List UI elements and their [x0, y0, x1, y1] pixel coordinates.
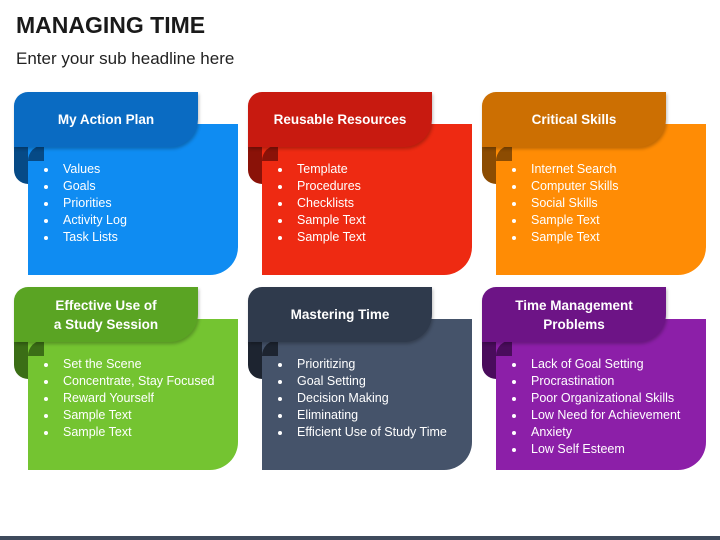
footer-bar [0, 536, 720, 540]
card-title: Mastering Time [248, 287, 432, 342]
list-item: Sample Text [262, 212, 467, 229]
card-body [28, 124, 238, 275]
card-critical-skills: Critical Skills Internet Search Computer… [482, 92, 708, 275]
list-item: Low Need for Achievement [496, 407, 701, 424]
card-title: Time Management Problems [482, 287, 666, 342]
list-item: Goals [28, 178, 233, 195]
list-item: Anxiety [496, 424, 701, 441]
list-item: Reward Yourself [28, 390, 233, 407]
card-body [496, 124, 706, 275]
list-item: Task Lists [28, 229, 233, 246]
card-list: Prioritizing Goal Setting Decision Makin… [262, 356, 467, 441]
list-item: Values [28, 161, 233, 178]
card-body [262, 124, 472, 275]
list-item: Social Skills [496, 195, 701, 212]
card-title: Effective Use of a Study Session [14, 287, 198, 342]
list-item: Sample Text [28, 424, 233, 441]
card-title: Critical Skills [482, 92, 666, 147]
list-item: Efficient Use of Study Time [262, 424, 467, 441]
card-fold [14, 332, 28, 379]
list-item: Sample Text [28, 407, 233, 424]
card-my-action-plan: My Action Plan Values Goals Priorities A… [14, 92, 240, 275]
card-body [262, 319, 472, 470]
list-item: Procrastination [496, 373, 701, 390]
list-item: Internet Search [496, 161, 701, 178]
card-curl [496, 340, 512, 356]
list-item: Concentrate, Stay Focused [28, 373, 233, 390]
card-reusable-resources: Reusable Resources Template Procedures C… [248, 92, 474, 275]
card-fold [248, 137, 262, 184]
card-fold [248, 332, 262, 379]
card-fold [482, 137, 496, 184]
page-title: MANAGING TIME [16, 12, 206, 38]
card-list: Lack of Goal Setting Procrastination Poo… [496, 356, 701, 458]
list-item: Goal Setting [262, 373, 467, 390]
card-list: Values Goals Priorities Activity Log Tas… [28, 161, 233, 246]
list-item: Eliminating [262, 407, 467, 424]
list-item: Decision Making [262, 390, 467, 407]
card-title: My Action Plan [14, 92, 198, 147]
card-title: Reusable Resources [248, 92, 432, 147]
card-list: Template Procedures Checklists Sample Te… [262, 161, 467, 246]
card-curl [28, 340, 44, 356]
card-curl [28, 145, 44, 161]
list-item: Sample Text [262, 229, 467, 246]
page-subtitle: Enter your sub headline here [16, 49, 235, 68]
list-item: Activity Log [28, 212, 233, 229]
card-fold [14, 137, 28, 184]
card-list: Internet Search Computer Skills Social S… [496, 161, 701, 246]
list-item: Computer Skills [496, 178, 701, 195]
list-item: Template [262, 161, 467, 178]
list-item: Priorities [28, 195, 233, 212]
card-mastering-time: Mastering Time Prioritizing Goal Setting… [248, 287, 474, 470]
card-time-management-problems: Time Management Problems Lack of Goal Se… [482, 287, 708, 470]
list-item: Prioritizing [262, 356, 467, 373]
list-item: Set the Scene [28, 356, 233, 373]
card-effective-use-of-study-session: Effective Use of a Study Session Set the… [14, 287, 240, 470]
card-fold [482, 332, 496, 379]
card-curl [262, 340, 278, 356]
list-item: Sample Text [496, 212, 701, 229]
card-body [28, 319, 238, 470]
list-item: Sample Text [496, 229, 701, 246]
list-item: Low Self Esteem [496, 441, 701, 458]
list-item: Checklists [262, 195, 467, 212]
list-item: Poor Organizational Skills [496, 390, 701, 407]
card-list: Set the Scene Concentrate, Stay Focused … [28, 356, 233, 441]
list-item: Procedures [262, 178, 467, 195]
card-body [496, 319, 706, 470]
card-curl [262, 145, 278, 161]
card-curl [496, 145, 512, 161]
list-item: Lack of Goal Setting [496, 356, 701, 373]
